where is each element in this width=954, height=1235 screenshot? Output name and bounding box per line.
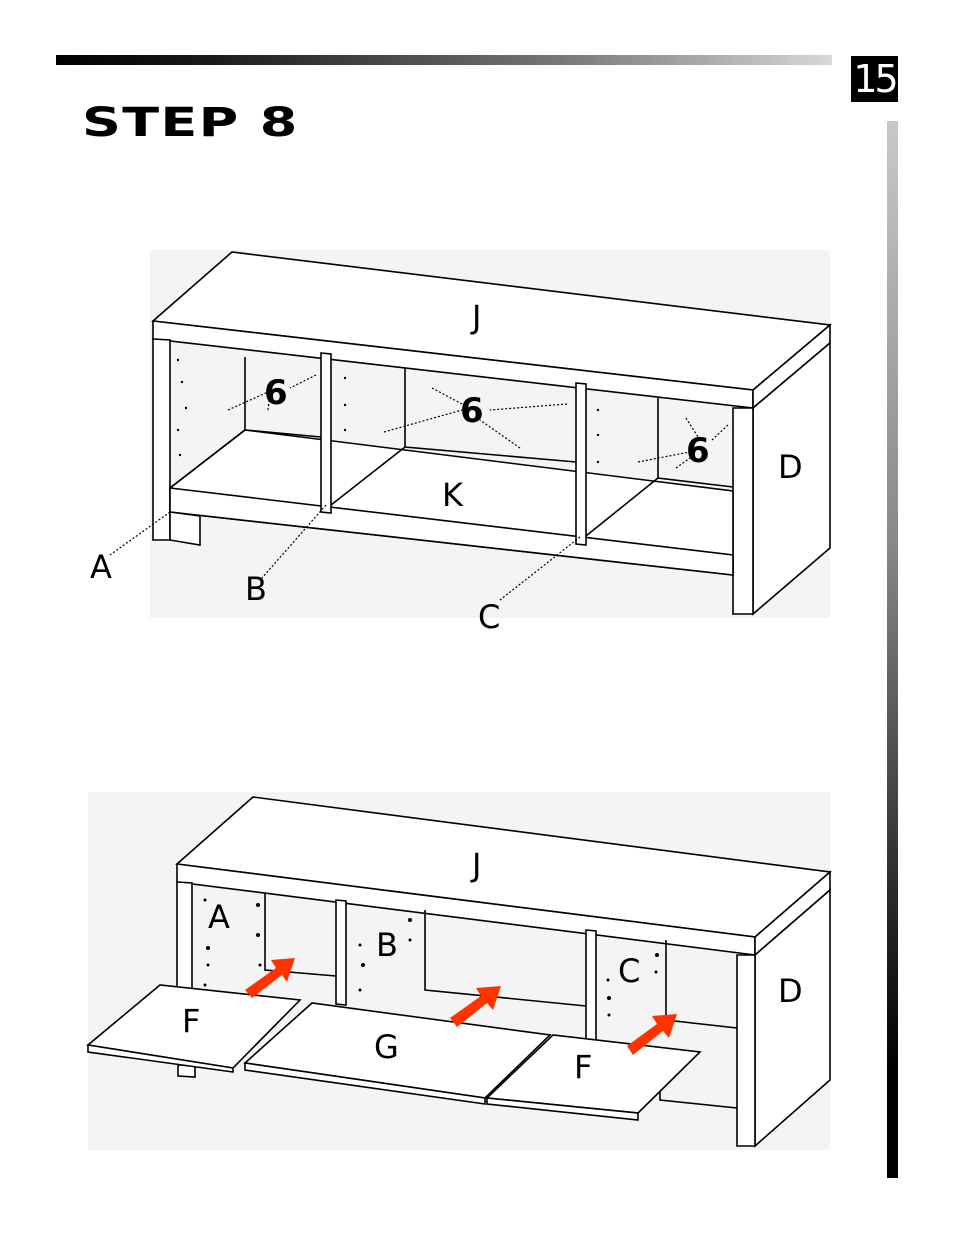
label-door-f-right: F bbox=[574, 1048, 592, 1086]
label-door-g: G bbox=[374, 1028, 399, 1066]
label-c-bottom: C bbox=[618, 952, 640, 990]
label-d-bottom: D bbox=[778, 972, 803, 1010]
label-b-bottom: B bbox=[376, 926, 398, 964]
label-j-bottom: J bbox=[470, 846, 481, 884]
label-door-f-left: F bbox=[182, 1002, 200, 1040]
label-a-bottom: A bbox=[208, 898, 230, 936]
